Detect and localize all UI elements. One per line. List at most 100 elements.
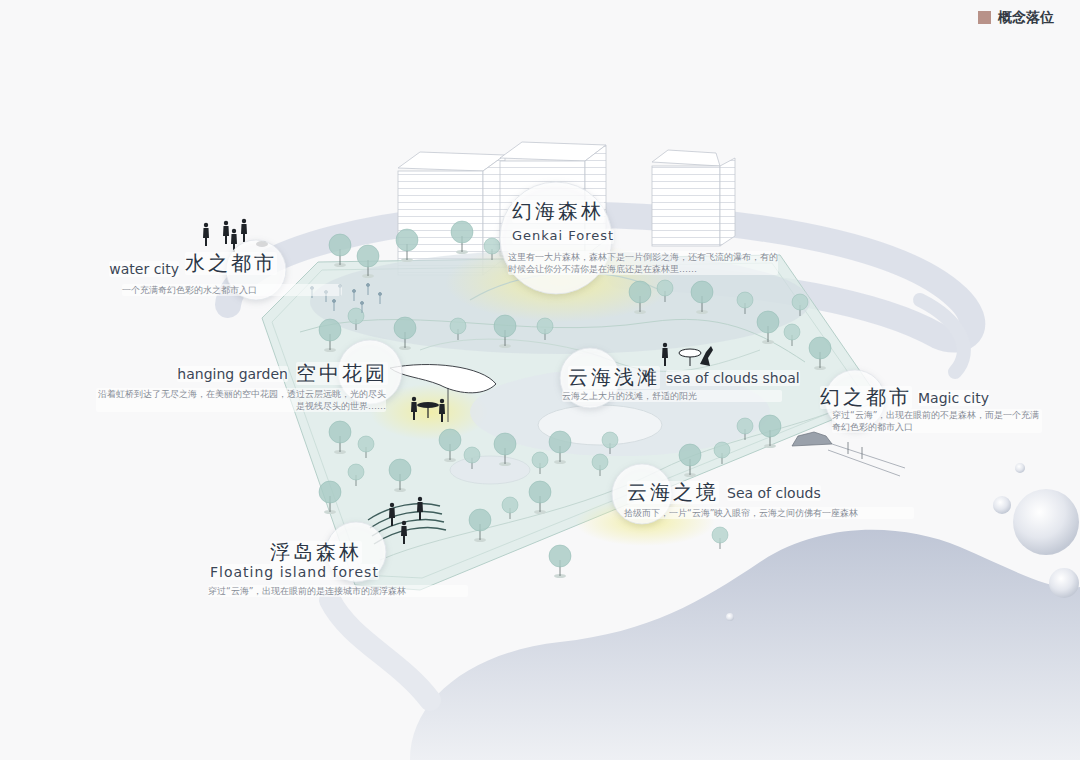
header-mark (978, 11, 991, 24)
trees (494, 315, 516, 348)
amphitheatre-steps (401, 521, 407, 544)
spot-title: 浮岛森林 (270, 541, 362, 564)
trees (348, 464, 364, 486)
spot-badge: hanging garden空中花园沿着虹桥到达了无尽之海，在美丽的空中花园，透… (96, 336, 406, 412)
trees (757, 311, 779, 344)
pavilion-canopy (390, 365, 496, 393)
bubbles (726, 463, 1079, 621)
trees (737, 292, 753, 314)
spot-description: 这里有一大片森林，森林下是一片倒影之海，还有飞流的瀑布，有的时候会让你分不清你是… (508, 251, 778, 275)
trees (357, 245, 379, 278)
car-and-road (792, 432, 832, 446)
car-and-road (848, 442, 849, 454)
trees (451, 221, 473, 254)
spot-title: 幻之都市 (820, 386, 912, 409)
spot-badge: 云海之境Sea of clouds拾级而下，一片“云海”映入眼帘，云海之间仿佛有… (608, 460, 914, 528)
family-silhouettes (203, 223, 209, 246)
tower-blocks (652, 166, 720, 246)
trees (592, 454, 608, 476)
trees (602, 432, 618, 454)
car-and-road (828, 450, 900, 476)
trees (464, 447, 480, 469)
trees (494, 433, 516, 466)
pavilion-canopy (427, 405, 428, 418)
trees (629, 281, 651, 314)
trees (319, 481, 341, 514)
spot-description: 沿着虹桥到达了无尽之海，在美丽的空中花园，透过云层远眺，光的尽头是视线尽头的世界… (96, 388, 386, 412)
fountain-jets (362, 305, 363, 313)
spot-description: 云海之上大片的浅滩，舒适的阳光 (562, 390, 782, 402)
trees (469, 509, 491, 542)
fountain-jets (379, 293, 382, 296)
pavilion-canopy (439, 399, 445, 422)
family-silhouettes (241, 219, 247, 242)
trees (679, 444, 701, 477)
spot-title: 幻海森林 (512, 200, 604, 223)
pavilion-canopy (411, 397, 417, 420)
trees (691, 281, 713, 314)
cloud-band (920, 300, 964, 372)
cloud-wave (410, 530, 1080, 760)
spot-badge: 幻之都市 Magic city 穿过“云海”，出现在眼前的不是森林，而是一个充满奇幻… (820, 366, 1042, 434)
pavilion-canopy (390, 365, 496, 422)
trees (549, 431, 571, 464)
car-and-road (792, 432, 905, 476)
trees (712, 527, 728, 549)
spot-english-title: sea of clouds shoal (666, 370, 800, 386)
trees (714, 442, 730, 464)
page-title: 概念落位 (998, 9, 1054, 27)
spot-badge: 幻海森林 Genkai Forest 这里有一大片森林，森林下是一片倒影之海，还有飞… (496, 178, 778, 298)
trees (450, 318, 466, 340)
site-platform (380, 405, 850, 560)
trees (319, 221, 831, 578)
trees (439, 429, 461, 462)
amphitheatre-steps (374, 528, 446, 544)
fountain-jets (361, 302, 364, 305)
trees (792, 294, 808, 316)
page-title-text: 概念落位 (998, 9, 1054, 25)
bubbles (726, 613, 734, 621)
shoal-table (662, 343, 668, 366)
trees (759, 415, 781, 448)
tower-blocks (720, 158, 735, 246)
trees (319, 319, 341, 352)
spot-title: 云海之境 (627, 481, 719, 504)
spot-english-title: water city (109, 261, 179, 277)
car-and-road (862, 447, 863, 459)
spot-english-title: hanging garden (177, 366, 288, 382)
site-platform (450, 456, 530, 484)
spot-description: 穿过“云海”，出现在眼前的不是森林，而是一个充满奇幻色彩的都市入口 (832, 409, 1042, 433)
shoal-table (700, 346, 713, 366)
trees (358, 436, 374, 458)
amphitheatre-steps (417, 497, 423, 520)
cloud-wave (330, 600, 430, 700)
tower-blocks (652, 150, 720, 166)
spot-title: 云海浅滩 (568, 366, 660, 389)
shoal-table (662, 343, 713, 366)
trees (394, 317, 416, 350)
spot-title: 水之都市 (185, 252, 277, 275)
bubbles (993, 496, 1011, 514)
trees (537, 318, 553, 340)
bubbles (1049, 568, 1079, 598)
trees (532, 452, 548, 474)
site-platform (262, 242, 880, 590)
spot-english-title: Magic city (918, 390, 989, 406)
fountain-jets (353, 290, 356, 293)
bubbles (1015, 463, 1025, 473)
spot-description: 一个充满奇幻色彩的水之都市入口 (122, 284, 342, 296)
family-silhouettes (223, 221, 229, 244)
trees (737, 418, 753, 440)
spot-badge: water city 水之都市一个充满奇幻色彩的水之都市入口 (109, 236, 342, 304)
fountain-jets (334, 303, 335, 311)
shoal-table (690, 357, 691, 366)
shoal-table (679, 349, 701, 357)
trees (784, 324, 800, 346)
trees (657, 280, 673, 302)
spot-english-title: Genkai Forest (512, 229, 614, 244)
trees (529, 481, 551, 514)
